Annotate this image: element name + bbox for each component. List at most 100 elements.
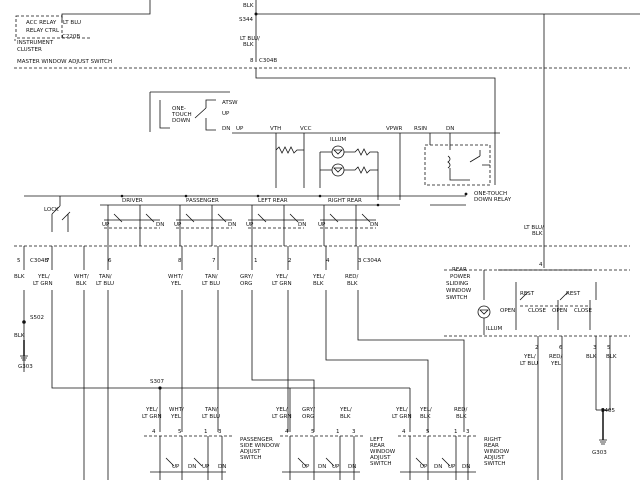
led-upper-icon [331,145,345,159]
wire-yel-ltgrn-1: YEL/ [37,274,50,280]
rear-illum-label: ILLUM [486,326,503,332]
wire-yel-ltgrn-2: LT GRN [33,281,53,287]
wire-gry-org-1: GRY/ [240,274,253,280]
rr-pin-1: 1 [454,429,458,435]
rear-rest-2: REST [566,291,581,297]
rr-pin-3: 3 [466,429,470,435]
pin-7b: 7 [212,258,216,264]
wire-tan-ltblu-b1: TAN/ [204,274,218,280]
up-label: UP [222,111,230,117]
rear-illum-led-icon [477,305,491,319]
node-relay [464,192,468,196]
lock-label: LOCK [44,207,59,213]
vpwr-label: VPWR [386,126,403,132]
connector-c304b-top: C304B [259,58,277,64]
rear-lt-blu-blk-2: BLK [532,231,543,237]
master-switch: ONE- TOUCH DOWN ATSW UP DN UP VTH VCC VP… [14,68,630,247]
wire-color-lt-blu: LT BLU [63,20,81,26]
rear-wire-blk-2: BLK [606,354,617,360]
pin-1: 1 [254,258,258,264]
rear-pin-2: 2 [535,345,539,351]
dn-label-right: DN [446,126,454,132]
rear-title-4: WINDOW [446,288,472,294]
wire-wht-blk-1: WHT/ [74,274,89,280]
lr-label-1: LEFT [370,437,384,443]
pass-dn: DN [228,222,236,228]
rear-title-1: REAR [452,267,467,273]
ps-wire-3a: TAN/ [204,407,218,413]
lr-wire-3a: YEL/ [339,407,352,413]
atsw-label: ATSW [222,100,238,106]
rear-wire-blk-1: BLK [586,354,597,360]
ps-label-1: PASSENGER [240,437,273,443]
lr-pin-1: 1 [336,429,340,435]
pin-3: 3 [358,258,362,264]
rr-label-2: REAR [484,443,499,449]
wire-tan-ltblu-1: TAN/ [98,274,112,280]
rear-rest-1: REST [520,291,535,297]
wire-wht-blk-2: BLK [76,281,87,287]
ps-up-1: UP [172,464,180,470]
rr-label-5: SWITCH [484,461,506,467]
lr-label-3: WINDOW [370,449,396,455]
rr-pin-4: 4 [402,429,406,435]
lr-dn-1: DN [318,464,326,470]
lr-label-4: ADJUST [370,455,391,461]
rr-wire-2a: YEL/ [419,407,432,413]
rear-wire-yel-ltblu-2: LT BLU [520,361,538,367]
ps-wire-1a: YEL/ [145,407,158,413]
connector-c304b: C304B [30,258,48,264]
wire-wht-yel-2: YEL [170,281,182,287]
rr-up-1: UP [420,464,428,470]
ps-wire-3b: LT BLU [202,414,220,420]
acc-relay-label: ACC RELAY [26,20,57,26]
lr-up-2: UP [332,464,340,470]
rear-open-2: OPEN [552,308,567,314]
rr-dn: DN [370,222,378,228]
lr-label-2: REAR [370,443,385,449]
rear-wire-red-yel-2: YEL [550,361,562,367]
one-touch-relay-1: ONE-TOUCH [474,191,507,197]
wire-color-lt-blu-blk-2: BLK [243,42,254,48]
right-rear-switch-module: YEL/ LT GRN YEL/ BLK RED/ BLK 4 5 1 3 RI… [392,407,510,480]
wire-blk-master: BLK [14,274,25,280]
rear-open-1: OPEN [500,308,515,314]
ps-label-2: SIDE WINDOW [240,443,280,449]
passenger-label: PASSENGER [186,198,219,204]
rear-pin-5: 5 [607,345,611,351]
rear-pin-4: 4 [539,262,543,268]
master-switch-title: MASTER WINDOW ADJUST SWITCH [17,59,112,65]
rear-wire-yel-ltblu-1: YEL/ [523,354,536,360]
lr-wire-3b: BLK [340,414,351,420]
right-rear-label: RIGHT REAR [328,198,362,204]
rr-dn-1: DN [434,464,442,470]
ps-label-4: SWITCH [240,455,262,461]
illum-label-master: ILLUM [330,137,347,143]
pin-7: 7 [46,258,50,264]
ps-wire-2b: YEL [170,414,182,420]
wire-yel-blk-2: BLK [313,281,324,287]
rr-wire-3a: RED/ [454,407,468,413]
rr-wire-3b: BLK [456,414,467,420]
rear-sliding-window-switch: LT BLU/ BLK 4 REAR POWER SLIDING WINDOW … [444,14,630,480]
rr-wire-1b: LT GRN [392,414,412,420]
pass-up: UP [174,222,182,228]
ps-wire-2a: WHT/ [169,407,184,413]
rear-pin-3: 3 [593,345,597,351]
one-touch-relay-2: DOWN RELAY [474,197,512,203]
wire-color-lt-blu-blk-1: LT BLU/ [240,36,260,42]
lr-wire-1a: YEL/ [275,407,288,413]
rear-title-2: POWER [450,274,471,280]
wire-yel-blk-1: YEL/ [312,274,325,280]
wire-gry-org-2: ORG [240,281,252,287]
splice-s502-dot [22,320,26,324]
ps-pin-5: 5 [178,429,182,435]
driver-dn: DN [156,222,164,228]
wire-tan-ltblu-2: LT BLU [96,281,114,287]
rr-wire-2b: BLK [420,414,431,420]
ps-dn-1: DN [188,464,196,470]
wire-yel-ltgrn-b1: YEL/ [275,274,288,280]
connector-c304a: C304A [363,258,381,264]
wire-blk-ground: BLK [14,333,25,339]
lr-pin-3: 3 [352,429,356,435]
